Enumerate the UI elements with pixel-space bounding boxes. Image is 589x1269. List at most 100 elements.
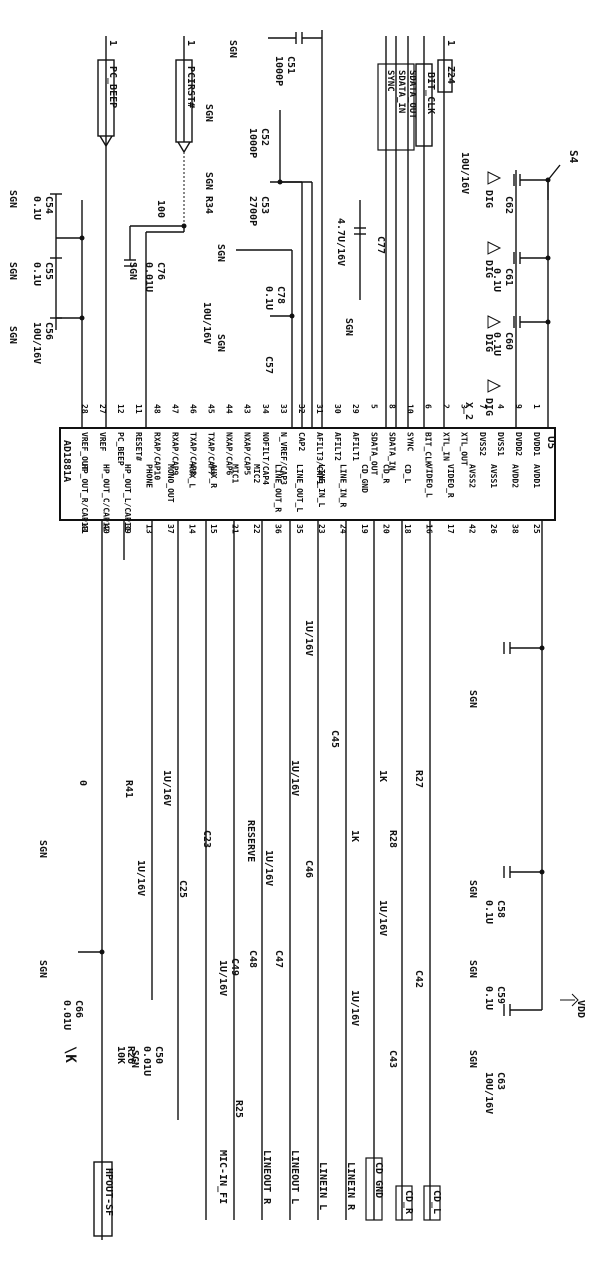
ic-pin-name: PHONE xyxy=(145,464,154,488)
hand-mark: \K xyxy=(62,1046,78,1063)
ic-pin-name: CD_R xyxy=(381,464,390,483)
c77-label: C77 xyxy=(375,236,386,254)
ic-pin-number: 33 xyxy=(279,404,288,414)
ic-pin-name: RESET# xyxy=(134,432,143,461)
z24-pin: 1 xyxy=(445,40,456,46)
ic-pin-name: AVDD1 xyxy=(532,464,541,488)
ic-pin-number: 31 xyxy=(315,404,324,414)
ic-pin-number: 21 xyxy=(231,524,240,534)
ic-pin-name: MIC1 xyxy=(231,464,240,483)
c51-label: C51 xyxy=(285,56,296,74)
c59-label: C59 xyxy=(495,986,506,1004)
ic-pin-number: 25 xyxy=(532,524,541,534)
top-right-power-block: S4 C62 C61 0.1U C60 0.1U 10U/16V DIG DIG… xyxy=(459,150,580,428)
ic-pin-name: XTL_OUT xyxy=(460,432,469,466)
ic-pin-number: 9 xyxy=(514,404,523,409)
ic-pin-name: AFILT3/CAP1 xyxy=(315,432,324,485)
ic-pin-number: 27 xyxy=(98,404,107,414)
ic-pin-number: 23 xyxy=(317,524,326,534)
c55-value: 0.1U xyxy=(31,262,42,286)
ic-pin-number: 5 xyxy=(369,404,378,409)
ic-pin-name: LINE_OUT_L xyxy=(295,464,304,512)
c46-label: C46 xyxy=(303,860,314,878)
c45-value: 1U/16V xyxy=(303,620,314,656)
ic-pin-name: HP_OUT_L/CAP11 xyxy=(123,464,132,532)
c52-value: 1000P xyxy=(247,128,258,158)
s4-label: S4 xyxy=(567,150,580,164)
ic-pin-name: NXAP/CAP5 xyxy=(243,432,252,476)
net-linein-r: LINEIN_R xyxy=(345,1162,356,1211)
ic-pin-number: 48 xyxy=(152,404,161,414)
ic-pin-name: TXAP/CAP7 xyxy=(207,432,216,476)
ic-pin-number: 28 xyxy=(80,404,89,414)
ic-pin-name: AUX_L xyxy=(188,464,197,488)
ic-pin-number: 18 xyxy=(403,524,412,534)
ic-pin-name: SDATA_IN xyxy=(387,432,396,471)
sgn-r3: SGN xyxy=(467,960,478,978)
ic-pin-number: 20 xyxy=(381,524,390,534)
ic-pin-name: DVDD1 xyxy=(532,432,541,456)
ic-pin-name: CD_L xyxy=(403,464,412,483)
ic-pin-number: 6 xyxy=(424,404,433,409)
ic-pin-number: 12 xyxy=(116,404,125,414)
c23-label: C23 xyxy=(201,830,212,848)
r25-label: R25 xyxy=(233,1100,244,1118)
r26-value: 10K xyxy=(115,1046,126,1064)
ic-part-label: AD1881A xyxy=(61,440,72,482)
ic-pin-name: XTL_IN xyxy=(442,432,451,461)
sgn-6: SGN xyxy=(203,104,214,122)
ic-pin-name: VIDEO_R xyxy=(446,464,455,498)
c58-label: C58 xyxy=(495,900,506,918)
ic-pin-name: RXAP/CAP9 xyxy=(170,432,179,476)
r34-label: R34 xyxy=(203,196,214,214)
dig-label-1: DIG xyxy=(483,190,494,208)
sgn-4: SGN xyxy=(127,262,138,280)
c53-value: 2700P xyxy=(247,196,258,226)
sgn-8: SGN xyxy=(215,244,226,262)
r34-value: 100 xyxy=(155,200,166,218)
sgn-2: SGN xyxy=(7,262,18,280)
ic-pin-number: 1 xyxy=(532,404,541,409)
vref-cap-block: C54 0.1U C55 0.1U C56 10U/16V xyxy=(31,193,85,428)
dig-label-2: DIG xyxy=(483,260,494,278)
reset-block: PCIRST# 1 R34 100 C76 0.01U xyxy=(124,36,214,428)
r26-label: R26 xyxy=(125,1046,136,1064)
ic-u5: U5 AD1881A xyxy=(59,427,558,521)
net-lineout-l: LINEOUT_L xyxy=(289,1150,300,1204)
filter-cap-block: C51 1000P C52 1000P C53 2700P C77 4.7U/1… xyxy=(201,30,386,428)
ic-pin-number: 17 xyxy=(446,524,455,534)
net-cd-gnd: CD_GND xyxy=(373,1162,384,1198)
ic-pin-name: SDATA_OUT xyxy=(369,432,378,476)
sgn-5: SGN xyxy=(227,40,238,58)
c78-label: C78 xyxy=(275,286,286,304)
c62-value: 10U/16V xyxy=(459,152,470,194)
pcbeep-pin: 1 xyxy=(107,40,118,46)
ic-pin-name: AUX_R xyxy=(209,464,218,488)
ic-pin-name: VREF xyxy=(98,432,107,451)
xtal-note: X_2 xyxy=(463,402,474,420)
net-cd-l: CD_L xyxy=(431,1190,442,1214)
c23-value: 1U/16V xyxy=(161,770,172,806)
c46-value: 1U/16V xyxy=(289,760,300,796)
sgn-r41: SGN xyxy=(37,840,48,858)
ic-pin-name: DVSS2 xyxy=(478,432,487,456)
ic-pin-name: BIT_CLK xyxy=(424,432,433,466)
net-cd-r: CD_R xyxy=(403,1190,414,1215)
ic-pin-number: 34 xyxy=(261,404,270,414)
ic-pin-name: CAP2 xyxy=(297,432,306,451)
c43-label: C43 xyxy=(387,1050,398,1068)
c57-label: C57 xyxy=(263,356,274,374)
ic-pin-number: 26 xyxy=(489,524,498,534)
ic-pin-number: 46 xyxy=(188,404,197,414)
sgn-7: SGN xyxy=(203,172,214,190)
sgn-1: SGN xyxy=(7,190,18,208)
pcirst-pin: 1 xyxy=(185,40,196,46)
c59-value: 0.1U xyxy=(483,986,494,1010)
pc-beep-block: PC_BEEP 1 xyxy=(97,36,118,428)
c50-value: 0.01U xyxy=(141,1046,152,1076)
ic-pin-name: AVSS2 xyxy=(467,464,476,488)
ic-pin-name: NOFILT/CAP4 xyxy=(261,432,270,485)
net-sdata-in: SDATA_IN xyxy=(396,70,406,113)
ic-pin-number: 11 xyxy=(134,404,143,414)
